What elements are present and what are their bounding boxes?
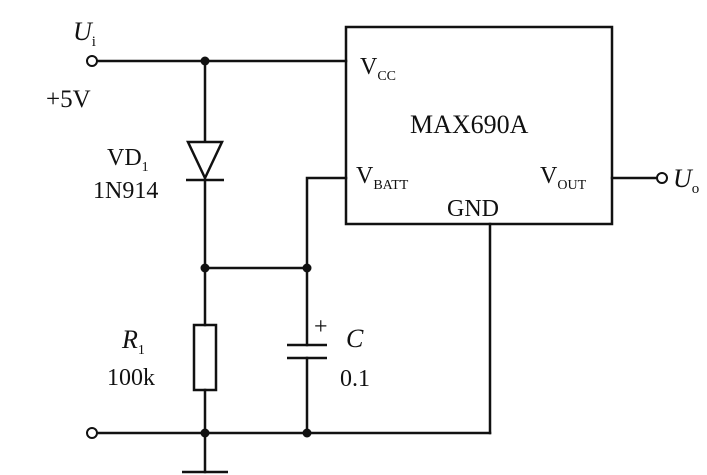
capacitor-value-label: 0.1 xyxy=(340,366,370,392)
ic-box xyxy=(344,25,614,226)
junction-dot-top xyxy=(200,56,210,66)
output-label: Uo xyxy=(673,164,699,197)
input-label: Ui xyxy=(73,17,96,50)
capacitor-polarity-label: + xyxy=(314,314,328,340)
ic-name-label: MAX690A xyxy=(410,110,529,139)
resistor-symbol xyxy=(192,323,218,392)
capacitor-symbol xyxy=(287,343,327,360)
capacitor-ref-label: C xyxy=(346,324,364,353)
diode-symbol xyxy=(186,140,224,182)
junction-dots xyxy=(200,56,312,438)
junction-dot-bottom-right xyxy=(302,428,312,438)
diode-ref-label: VD1 xyxy=(107,145,149,175)
ground-terminal xyxy=(86,427,98,439)
vcc-pin-label: VCC xyxy=(360,54,396,84)
vbatt-pin-label: VBATT xyxy=(356,163,409,193)
junction-dot-mid-left xyxy=(200,263,210,273)
output-terminal xyxy=(656,172,668,184)
vout-pin-label: VOUT xyxy=(540,163,587,193)
resistor-value-label: 100k xyxy=(107,365,155,391)
diode-part-label: 1N914 xyxy=(93,178,158,204)
input-terminal xyxy=(86,55,98,67)
input-voltage-label: +5V xyxy=(46,86,91,113)
gnd-pin-label: GND xyxy=(447,196,499,222)
resistor-ref-label: R1 xyxy=(121,325,145,358)
junction-dot-mid-right xyxy=(302,263,312,273)
junction-dot-bottom-left xyxy=(200,428,210,438)
wire-vbatt xyxy=(305,176,348,347)
